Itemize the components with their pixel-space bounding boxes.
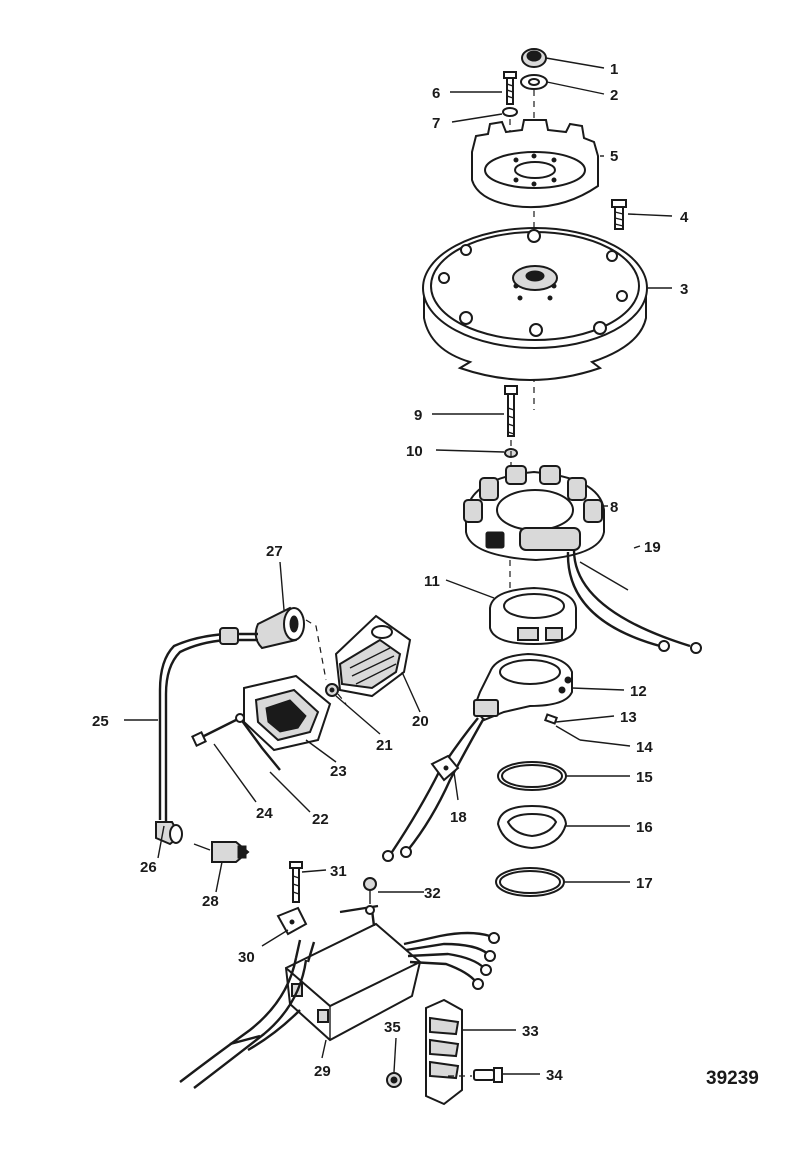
part-32-screw bbox=[363, 877, 377, 904]
part-24-bolt bbox=[191, 716, 241, 747]
part-25-high-tension-lead bbox=[158, 627, 258, 822]
part-13-screw bbox=[543, 713, 559, 725]
part-26-boot bbox=[155, 821, 183, 846]
callout-29: 29 bbox=[314, 1063, 331, 1080]
part-34-screw bbox=[448, 1067, 503, 1083]
part-4-screw bbox=[611, 199, 627, 230]
callout-18: 18 bbox=[450, 809, 467, 826]
callout-2: 2 bbox=[610, 87, 618, 104]
callout-23: 23 bbox=[330, 763, 347, 780]
callout-14: 14 bbox=[636, 739, 653, 756]
callout-28: 28 bbox=[202, 893, 219, 910]
callout-32: 32 bbox=[424, 885, 441, 902]
part-14-screw-shaft bbox=[555, 725, 581, 741]
callout-19: 19 bbox=[644, 539, 661, 556]
part-30-clamp bbox=[276, 906, 308, 936]
callout-labels: 1 2 3 4 5 6 7 8 9 10 11 12 13 14 15 16 1… bbox=[92, 61, 689, 1084]
part-8-stator bbox=[463, 465, 605, 562]
part-28-terminal bbox=[193, 841, 250, 863]
callout-22: 22 bbox=[312, 811, 329, 828]
callout-21: 21 bbox=[376, 737, 393, 754]
part-19-wire-harness bbox=[566, 549, 702, 654]
callout-20: 20 bbox=[412, 713, 429, 730]
part-23-coil-cover bbox=[243, 674, 332, 752]
part-11-retainer bbox=[489, 586, 577, 646]
callout-31: 31 bbox=[330, 863, 347, 880]
part-35-nut bbox=[386, 1072, 402, 1088]
part-7-washer bbox=[502, 107, 518, 117]
callout-4: 4 bbox=[680, 209, 689, 226]
callout-17: 17 bbox=[636, 875, 653, 892]
callout-25: 25 bbox=[92, 713, 109, 730]
part-12-trigger bbox=[472, 652, 573, 722]
callout-12: 12 bbox=[630, 683, 647, 700]
callout-15: 15 bbox=[636, 769, 653, 786]
part-20-ignition-coil bbox=[334, 614, 412, 698]
main-harness-cable bbox=[179, 939, 316, 1089]
part-2-washer bbox=[520, 74, 548, 90]
part-33-bracket bbox=[425, 998, 463, 1106]
part-9-screw bbox=[504, 385, 518, 437]
callout-1: 1 bbox=[610, 61, 618, 78]
callout-13: 13 bbox=[620, 709, 637, 726]
part-17-ring bbox=[495, 867, 565, 897]
callout-3: 3 bbox=[680, 281, 688, 298]
callout-6: 6 bbox=[432, 85, 440, 102]
part-16-ring bbox=[496, 804, 568, 850]
part-6-screw bbox=[503, 71, 517, 105]
leader-lines bbox=[124, 57, 673, 1075]
part-31-screw bbox=[289, 861, 303, 903]
switch-box-wires bbox=[403, 931, 500, 990]
callout-11: 11 bbox=[424, 573, 440, 590]
part-22-ground-wire bbox=[235, 713, 281, 771]
part-3-flywheel bbox=[422, 227, 648, 381]
figure-number: 39239 bbox=[706, 1068, 759, 1089]
callout-9: 9 bbox=[414, 407, 422, 424]
callout-30: 30 bbox=[238, 949, 255, 966]
callout-5: 5 bbox=[610, 148, 618, 165]
part-18-clamp bbox=[430, 754, 460, 782]
part-27-spark-plug-boot bbox=[254, 606, 327, 681]
callout-26: 26 bbox=[140, 859, 157, 876]
part-5-cup bbox=[471, 119, 599, 209]
part-1-nut bbox=[521, 48, 547, 68]
part-15-ring bbox=[497, 761, 567, 791]
callout-16: 16 bbox=[636, 819, 653, 836]
callout-34: 34 bbox=[546, 1067, 563, 1084]
part-29-switch-box bbox=[284, 904, 422, 1042]
part-21-nut bbox=[325, 683, 347, 705]
callout-10: 10 bbox=[406, 443, 423, 460]
callout-8: 8 bbox=[610, 499, 618, 516]
callout-7: 7 bbox=[432, 115, 440, 132]
trigger-wire bbox=[382, 717, 486, 862]
callout-35: 35 bbox=[384, 1019, 401, 1036]
callout-27: 27 bbox=[266, 543, 283, 560]
callout-33: 33 bbox=[522, 1023, 539, 1040]
callout-24: 24 bbox=[256, 805, 273, 822]
